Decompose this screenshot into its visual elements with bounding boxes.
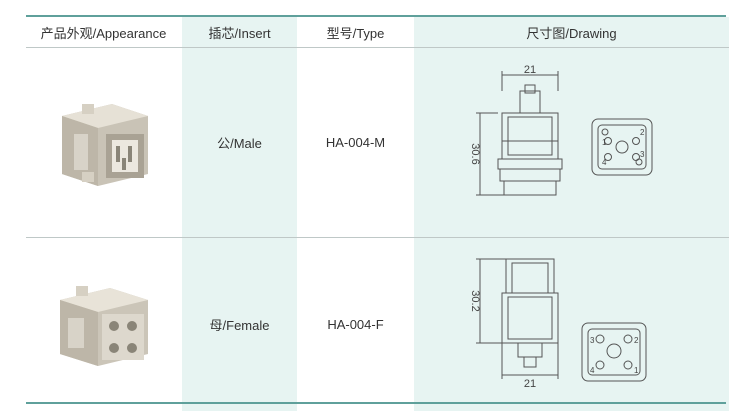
height-label: 30.2: [469, 290, 481, 311]
male-connector-photo: [61, 103, 148, 186]
pin-label: 2: [640, 128, 645, 137]
height-label: 30.6: [469, 143, 481, 164]
pin-label: 4: [590, 366, 595, 375]
female-connector-photo: [59, 285, 148, 366]
header-drawing: 尺寸图/Drawing: [413, 17, 729, 48]
header-appearance: 产品外观/Appearance: [26, 17, 182, 48]
table-bottom-rule: [26, 402, 726, 404]
type-cell: HA-004-F: [297, 237, 414, 411]
pin-label: 3: [590, 336, 595, 345]
header-insert: 插芯/Insert: [181, 17, 298, 48]
table-top-rule: [26, 15, 726, 17]
drawing-cell: 30.2 21: [413, 237, 729, 411]
pin-label: 4: [602, 158, 607, 167]
appearance-cell: [26, 237, 182, 411]
width-label: 21: [523, 64, 535, 76]
product-spec-table: 产品外观/Appearance 插芯/Insert 型号/Type 尺寸图/Dr…: [26, 17, 729, 411]
header-type: 型号/Type: [297, 17, 414, 48]
width-label: 21: [523, 378, 535, 390]
pin-label: 3: [640, 150, 645, 159]
type-cell: HA-004-M: [297, 47, 414, 238]
pin-label: 1: [602, 138, 607, 147]
appearance-cell: [26, 47, 182, 238]
insert-cell: 母/Female: [181, 237, 298, 411]
table-header-row: 产品外观/Appearance 插芯/Insert 型号/Type 尺寸图/Dr…: [26, 17, 729, 48]
insert-cell: 公/Male: [181, 47, 298, 238]
pin-label: 1: [634, 366, 639, 375]
female-dimension-drawing: 30.2 21: [469, 258, 646, 390]
male-dimension-drawing: 21 30.6: [469, 64, 652, 195]
table-row: 公/Male HA-004-M 21: [26, 47, 729, 238]
pin-label: 2: [634, 336, 639, 345]
drawing-cell: 21 30.6: [413, 47, 729, 238]
table-row: 母/Female HA-004-F 30.2: [26, 237, 729, 411]
